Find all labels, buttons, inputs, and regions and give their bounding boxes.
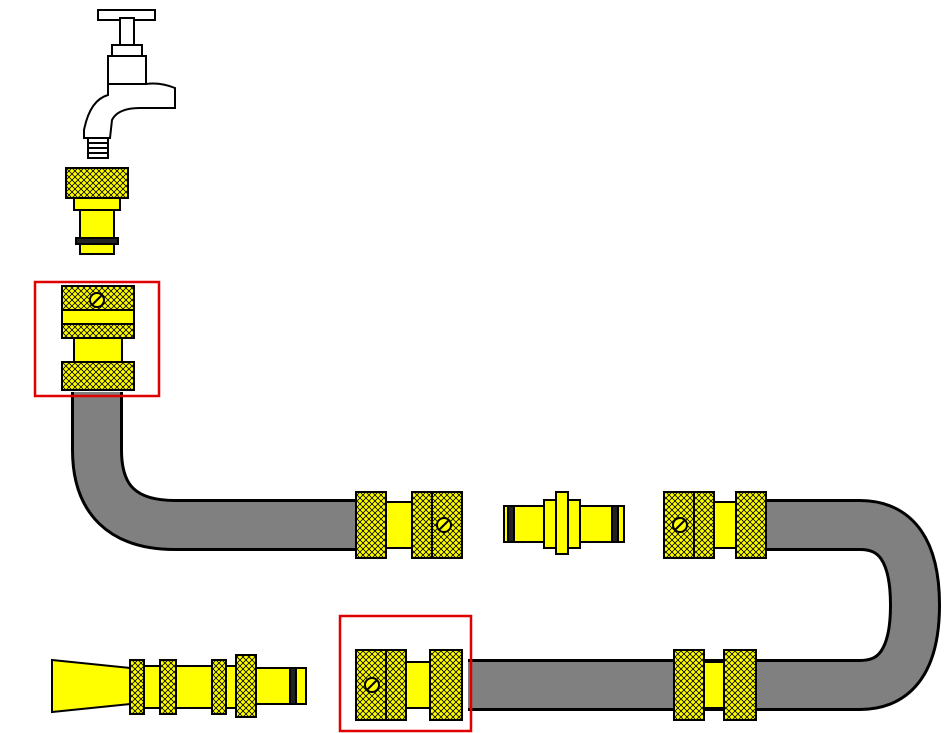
- garden-hose: [71, 392, 942, 711]
- hose-connector-middle-right: [663, 491, 767, 559]
- hose-end-connector-top: [61, 285, 135, 391]
- spray-nozzle: [51, 654, 307, 718]
- tap-connector: [65, 167, 129, 255]
- double-male-connector: [503, 491, 625, 555]
- highlight-box-bottom-connector: [338, 614, 473, 733]
- highlight-box-top-connector: [33, 280, 161, 398]
- hose-connector-middle-left: [355, 491, 463, 559]
- water-tap: [83, 9, 176, 159]
- hose-connector-bottom-right: [673, 649, 757, 721]
- hose-connector-bottom-left: [355, 649, 463, 721]
